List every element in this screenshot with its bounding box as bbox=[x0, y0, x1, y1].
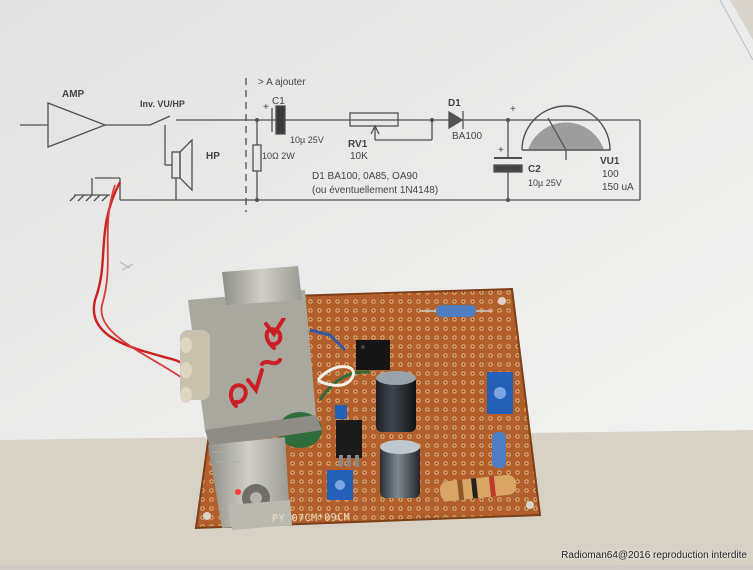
c2-value: 10µ 25V bbox=[528, 178, 562, 188]
rv1-label: RV1 bbox=[348, 139, 368, 150]
plus-sign-c1: + bbox=[263, 102, 269, 113]
d1-label: D1 bbox=[448, 98, 461, 109]
plus-sign-c2: + bbox=[498, 145, 504, 156]
vu-value-2: 150 uA bbox=[602, 182, 634, 193]
rv1-value: 10K bbox=[350, 151, 368, 162]
copyright-watermark: Radioman64@2016 reproduction interdite bbox=[561, 550, 747, 561]
hp-label: HP bbox=[206, 151, 220, 162]
c1-value: 10µ 25V bbox=[290, 135, 324, 145]
amp-label: AMP bbox=[62, 89, 85, 100]
add-note: > A ajouter bbox=[258, 77, 306, 88]
d1-value: BA100 bbox=[452, 131, 483, 142]
d1-note-1: D1 BA100, 0A85, OA90 bbox=[312, 171, 418, 182]
inv-switch-label: Inv. VU/HP bbox=[140, 99, 185, 109]
plus-sign-vu: + bbox=[510, 104, 516, 115]
c1-label: C1 bbox=[272, 96, 285, 107]
resistor-value: 10Ω 2W bbox=[262, 151, 295, 161]
vu-value-1: 100 bbox=[602, 169, 619, 180]
pcb-marking: PY 07CM*09CM bbox=[271, 512, 351, 525]
c2-label: C2 bbox=[528, 164, 541, 175]
vu-label: VU1 bbox=[600, 156, 620, 167]
d1-note-2: (ou éventuellement 1N4148) bbox=[312, 185, 439, 196]
